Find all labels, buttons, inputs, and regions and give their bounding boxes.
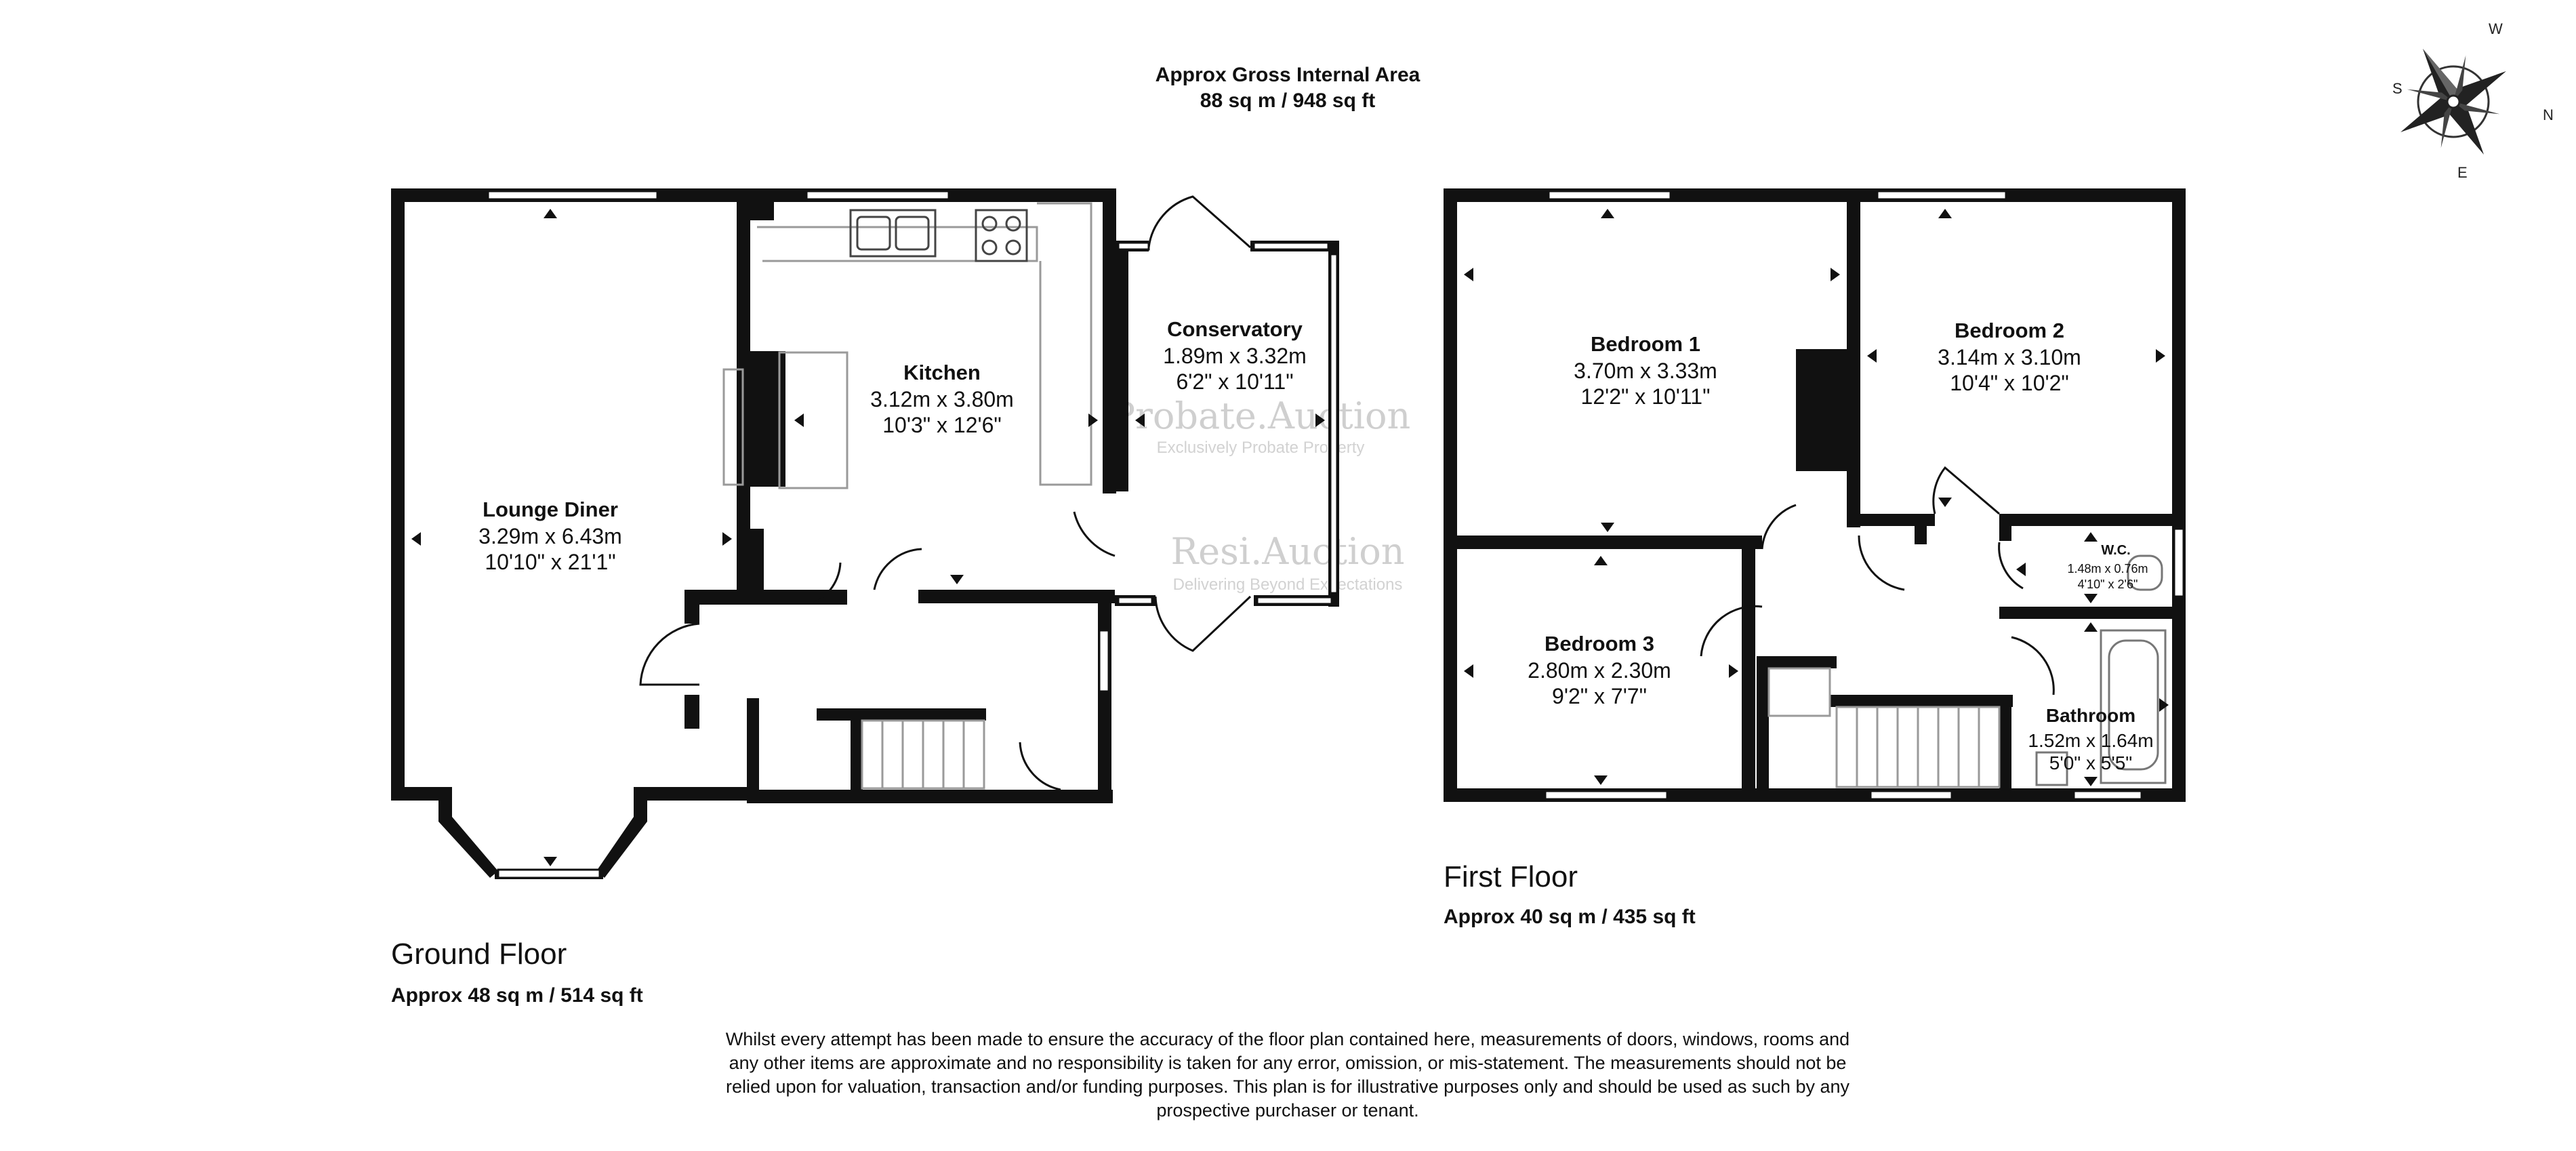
room-lounge-metric: 3.29m x 6.43m — [478, 524, 622, 548]
disclaimer-line-4: prospective purchaser or tenant. — [1156, 1100, 1418, 1120]
room-bedroom1-metric: 3.70m x 3.33m — [1574, 359, 1717, 383]
door-airing — [1858, 535, 1905, 591]
sink-icon — [849, 209, 937, 258]
toilet-icon — [2127, 554, 2163, 591]
compass-n: N — [2543, 106, 2554, 123]
door-bedroom3 — [1700, 605, 1763, 657]
watermark-probate: Probate.Auction — [1111, 395, 1411, 437]
room-bedroom1-name: Bedroom 1 — [1591, 332, 1700, 356]
door-bathroom — [2011, 636, 2055, 695]
room-bathroom-imperial: 5'0" x 5'5" — [2049, 752, 2132, 773]
basin-icon — [2035, 751, 2068, 786]
disclaimer-line-1: Whilst every attempt has been made to en… — [726, 1029, 1849, 1049]
ground-floor-label: Ground Floor — [391, 937, 567, 971]
room-bedroom3-metric: 2.80m x 2.30m — [1528, 658, 1671, 683]
door-wc — [1998, 542, 2024, 590]
room-bedroom3-name: Bedroom 3 — [1545, 632, 1654, 655]
door-kitchen — [873, 548, 922, 590]
door-bedroom2 — [1932, 466, 2000, 515]
room-wc-imperial: 4'10" x 2'6" — [2078, 578, 2138, 591]
ground-floor-area: Approx 48 sq m / 514 sq ft — [391, 984, 643, 1007]
room-lounge-imperial: 10'10" x 21'1" — [485, 550, 615, 574]
stairs-first — [1767, 667, 2001, 788]
room-bathroom-metric: 1.52m x 1.64m — [2028, 730, 2153, 751]
door-bedroom1 — [1761, 504, 1797, 550]
room-wc-name: W.C. — [2101, 543, 2130, 558]
room-bedroom1-imperial: 12'2" x 10'11" — [1581, 384, 1711, 409]
disclaimer-line-3: relied upon for valuation, transaction a… — [726, 1076, 1850, 1097]
room-kitchen-name: Kitchen — [903, 361, 981, 384]
door-conservatory-bottom — [1154, 595, 1252, 652]
room-conservatory-imperial: 6'2" x 10'11" — [1176, 369, 1293, 394]
kitchen-units — [722, 202, 1092, 489]
watermark-resi: Resi.Auction — [1170, 530, 1404, 573]
room-bedroom2-metric: 3.14m x 3.10m — [1938, 345, 2081, 369]
room-bedroom3-imperial: 9'2" x 7'7" — [1552, 684, 1647, 708]
first-floor-area: Approx 40 sq m / 435 sq ft — [1444, 906, 1696, 928]
compass-w: W — [2489, 20, 2503, 37]
stairs-ground — [861, 719, 985, 790]
disclaimer-line-2: any other items are approximate and no r… — [729, 1053, 1847, 1073]
hob-icon — [975, 209, 1028, 262]
room-bedroom2-name: Bedroom 2 — [1955, 319, 2064, 342]
room-bathroom-name: Bathroom — [2046, 705, 2135, 726]
room-bedroom2-imperial: 10'4" x 10'2" — [1950, 371, 2069, 395]
room-kitchen-imperial: 10'3" x 12'6" — [882, 413, 1002, 437]
door-kitchen-conservatory — [1073, 511, 1116, 557]
room-conservatory-name: Conservatory — [1167, 317, 1303, 341]
compass-e: E — [2457, 164, 2468, 181]
door-hall — [1019, 742, 1061, 791]
door-front — [639, 622, 700, 686]
first-floor-plan: Bedroom 1 3.70m x 3.33m 12'2" x 10'11" B… — [1444, 188, 2186, 802]
room-lounge-name: Lounge Diner — [483, 498, 618, 521]
room-conservatory-metric: 1.89m x 3.32m — [1163, 344, 1307, 368]
gross-area-value: 88 sq m / 948 sq ft — [1200, 89, 1375, 112]
first-floor-label: First Floor — [1444, 860, 1578, 893]
gross-area-title: Approx Gross Internal Area — [1156, 64, 1420, 86]
compass-s: S — [2392, 80, 2403, 97]
door-conservatory-top — [1147, 195, 1251, 249]
room-wc-metric: 1.48m x 0.76m — [2067, 562, 2148, 576]
ground-floor-plan: Lounge Diner 3.29m x 6.43m 10'10" x 21'1… — [391, 188, 1339, 879]
compass-icon — [2400, 49, 2506, 155]
door-lounge — [813, 562, 842, 605]
watermark-resi-tag: Delivering Beyond Expectations — [1173, 576, 1403, 594]
room-kitchen-metric: 3.12m x 3.80m — [870, 387, 1014, 411]
